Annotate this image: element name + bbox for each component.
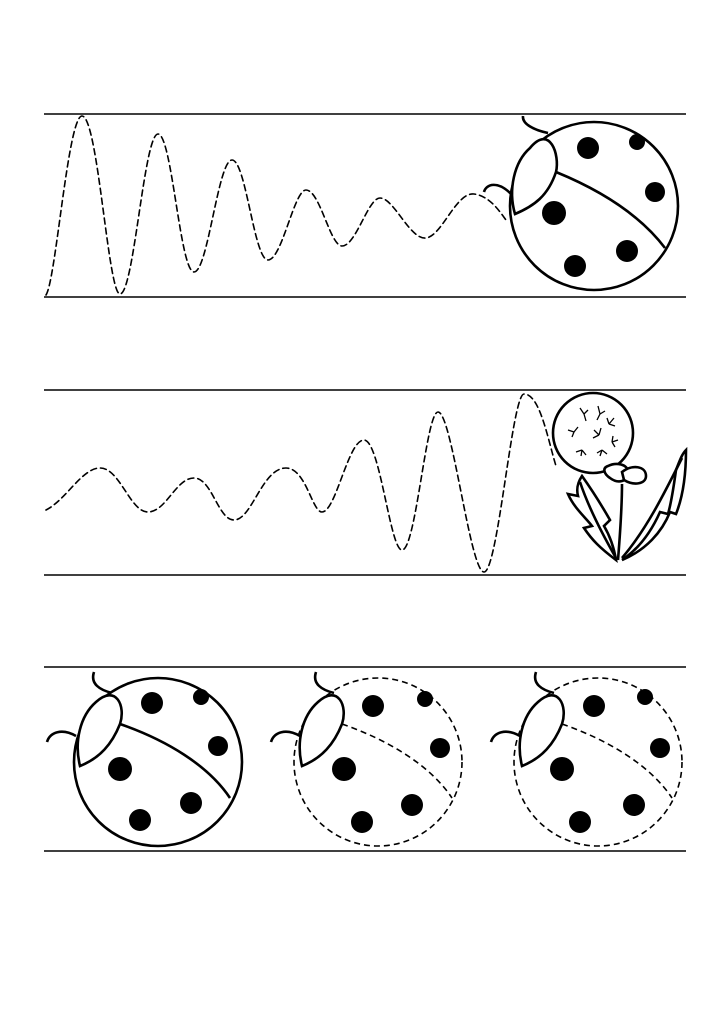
ladybug-antenna xyxy=(313,671,335,695)
dandelion-stem xyxy=(616,483,624,561)
ladybug-wing-line xyxy=(555,170,667,249)
ladybug-icon xyxy=(482,115,680,292)
ladybug-antenna xyxy=(533,671,555,695)
ladybug-head xyxy=(298,694,345,768)
ladybug-spot xyxy=(616,240,638,262)
ladybug-body-outline xyxy=(513,677,683,847)
dandelion-leaf xyxy=(565,473,618,563)
ladybug-spot xyxy=(362,695,384,717)
ladybug-wing-line xyxy=(561,723,673,799)
ladybug-spot xyxy=(637,689,653,705)
ladybug-spot xyxy=(180,792,202,814)
ladybug-spot xyxy=(583,695,605,717)
ladybug-spot xyxy=(332,757,356,781)
ladybug-spot xyxy=(550,757,574,781)
ladybug-spot xyxy=(623,794,645,816)
ladybug-head xyxy=(76,694,123,768)
ladybug-head xyxy=(510,138,559,216)
ladybug-spot xyxy=(564,255,586,277)
ladybug-dashed-icon xyxy=(269,671,463,847)
ladybug-spot xyxy=(208,736,228,756)
row-2-dashed-wave-path xyxy=(45,393,557,573)
ladybug-spot xyxy=(645,182,665,202)
row-2-increasing-wave xyxy=(44,389,688,576)
dandelion-icon xyxy=(551,391,688,563)
ladybug-antenna xyxy=(91,671,113,695)
ladybug-antenna xyxy=(45,730,77,743)
ladybug-wing-line xyxy=(119,722,232,799)
dandelion-leaf-vein xyxy=(621,457,684,559)
ladybug-antenna xyxy=(489,730,521,743)
ladybug-spot xyxy=(108,757,132,781)
ladybug-wing-line xyxy=(341,723,453,799)
ladybug-spot xyxy=(417,691,433,707)
ladybug-spot xyxy=(569,811,591,833)
ladybug-spot xyxy=(401,794,423,816)
ladybug-spot xyxy=(351,811,373,833)
ladybug-spot xyxy=(577,137,599,159)
ladybug-head xyxy=(518,694,565,768)
row-1-decreasing-wave xyxy=(44,113,686,298)
ladybug-antenna xyxy=(521,115,549,135)
dandelion-leaf-vein xyxy=(578,481,618,559)
row-3-ladybug-tracing xyxy=(44,666,686,852)
dandelion-seed-marks xyxy=(567,405,619,457)
ladybug-antenna xyxy=(269,730,301,743)
ladybug-spot xyxy=(193,689,209,705)
dandelion-sepal xyxy=(620,465,648,485)
ladybug-spot xyxy=(542,201,566,225)
ladybug-spot xyxy=(430,738,450,758)
ladybug-dashed-icon xyxy=(489,671,683,847)
ladybug-spot xyxy=(650,738,670,758)
ladybug-spot xyxy=(141,692,163,714)
ladybug-spot xyxy=(629,134,645,150)
row-1-dashed-wave-path xyxy=(45,115,507,296)
ladybug-body-outline xyxy=(293,677,463,847)
ladybug-solid-icon xyxy=(45,671,244,848)
dandelion-seed-head xyxy=(551,391,635,475)
ladybug-spot xyxy=(129,809,151,831)
ladybug-antenna xyxy=(482,183,513,196)
